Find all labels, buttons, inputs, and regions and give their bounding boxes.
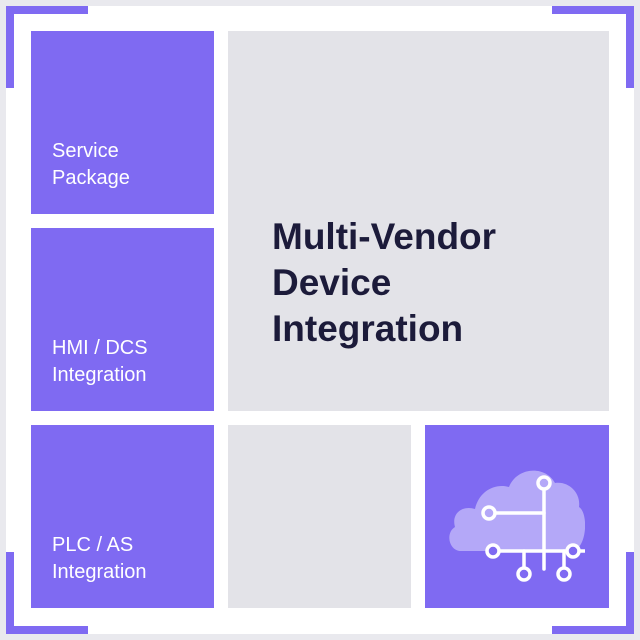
corner-bracket-top-left — [6, 6, 88, 88]
tile-blank — [228, 425, 411, 608]
tile-label-hmi-dcs: HMI / DCS Integration — [52, 337, 148, 386]
tile-hmi-dcs: HMI / DCS Integration — [31, 228, 214, 411]
tile-label-service-package: Service Package — [52, 140, 130, 189]
cloud-network-icon — [449, 447, 599, 587]
main-title: Multi-Vendor Device Integration — [272, 216, 497, 349]
tile-icon — [425, 425, 609, 608]
corner-bracket-bottom-right — [552, 552, 634, 634]
corner-bracket-top-right — [552, 6, 634, 88]
tile-label-plc-as: PLC / AS Integration — [52, 534, 147, 583]
tile-main: Multi-Vendor Device Integration — [228, 31, 609, 411]
corner-bracket-bottom-left — [6, 552, 88, 634]
tile-plc-as: PLC / AS Integration — [31, 425, 214, 608]
tile-service-package: Service Package — [31, 31, 214, 214]
